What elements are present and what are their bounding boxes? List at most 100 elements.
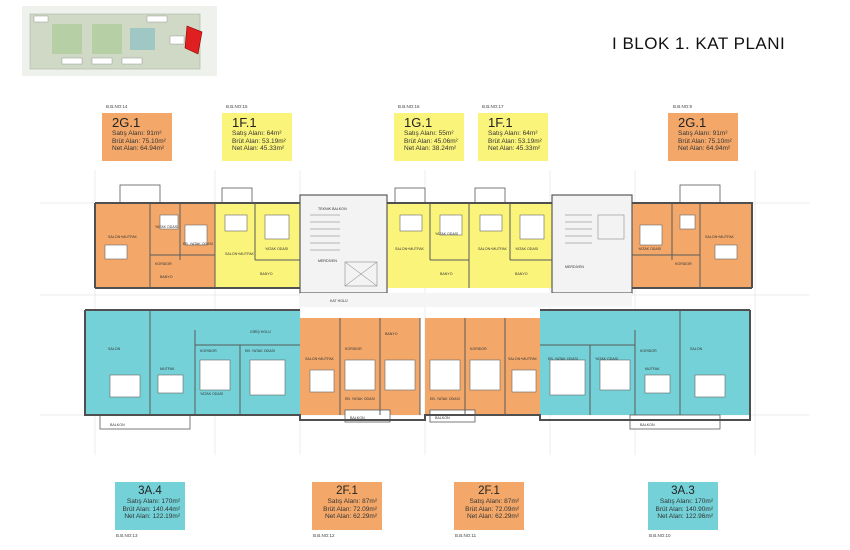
unit-sales-area: Satış Alanı: 91m² — [112, 130, 162, 137]
unit-sales-area: Satış Alanı: 170m² — [659, 498, 713, 505]
room-label: EB. YATAK ODASI — [183, 242, 213, 246]
stair-treads — [310, 214, 625, 287]
bb-number: B.B.NO:15 — [226, 104, 248, 109]
unit-sales-area: Satış Alanı: 87m² — [327, 498, 378, 505]
room-label: SALON+MUTFAK — [705, 235, 734, 239]
room-label: SALON+MUTFAK — [225, 252, 254, 256]
room-label: KORIDOR — [675, 262, 692, 266]
room-label: SALON+MUTFAK — [305, 357, 334, 361]
room-label: YATAK ODASI — [435, 232, 458, 236]
room-label: BANYO — [260, 272, 273, 276]
room-label: MERDİVEN — [318, 258, 337, 263]
room-label: YATAK ODASI — [638, 247, 661, 251]
room-label: MERDİVEN — [565, 264, 584, 269]
unit-net-area: Net Alan: 122.19m² — [124, 513, 180, 520]
room-label: SALON — [108, 347, 121, 351]
exterior-walls — [84, 202, 753, 421]
bb-number: B.B.NO:11 — [455, 533, 477, 538]
room-label: MUTFAK — [160, 367, 175, 371]
unit-card-1g1: 1G.1 Satış Alanı: 55m² Brüt Alan: 45.06m… — [394, 113, 464, 161]
corridor — [300, 293, 632, 307]
unit-card-2f1-right: 2F.1 Satış Alanı: 87m² Brüt Alan: 72.09m… — [454, 482, 524, 530]
room-label: BALKON — [640, 423, 655, 427]
room-label: BANYO — [440, 272, 453, 276]
unit-sales-area: Satış Alanı: 91m² — [678, 130, 728, 137]
interior-walls — [149, 203, 701, 415]
unit-gross-area: Brüt Alan: 72.09m² — [323, 505, 377, 513]
room-label: SALON+MUTFAK — [508, 357, 537, 361]
room-label: SALON — [690, 347, 703, 351]
unit-card-3a4: 3A.4 Satış Alanı: 170m² Brüt Alan: 140.4… — [115, 482, 185, 530]
room-label: SALON+MUTFAK — [478, 247, 507, 251]
unit-card-2g1-left: 2G.1 Satış Alanı: 91m² Brüt Alan: 75.10m… — [102, 113, 172, 161]
unit-gross-area: Brüt Alan: 72.09m² — [465, 505, 519, 513]
core-right — [551, 194, 633, 294]
room-label: KORIDOR — [200, 349, 217, 353]
unit-card-2g1-right: 2G.1 Satış Alanı: 91m² Brüt Alan: 75.10m… — [668, 113, 738, 161]
unit-card-1f1-left: 1F.1 Satış Alanı: 64m² Brüt Alan: 53.19m… — [222, 113, 292, 161]
room-label: YATAK ODASI — [515, 247, 538, 251]
bb-number: B.B.NO:13 — [116, 533, 138, 538]
unit-net-area: Net Alan: 64.94m² — [112, 145, 165, 152]
unit-net-area: Net Alan: 45.33m² — [232, 145, 285, 152]
unit-sales-area: Satış Alanı: 55m² — [404, 130, 454, 137]
unit-sales-area: Satış Alanı: 64m² — [232, 130, 282, 137]
unit-gross-area: Brüt Alan: 140.44m² — [122, 505, 180, 513]
unit-sales-area: Satış Alanı: 87m² — [469, 498, 520, 505]
room-label: KORIDOR — [155, 262, 172, 266]
room-label: YATAK ODASI — [155, 225, 178, 229]
room-label: YATAK ODASI — [595, 357, 618, 361]
unit-net-area: Net Alan: 122.96m² — [657, 513, 713, 520]
room-label: EB. YATAK ODASI — [430, 397, 460, 401]
unit-net-area: Net Alan: 45.33m² — [488, 145, 541, 152]
site-plan-thumbnail — [22, 6, 217, 76]
bb-number: B.B.NO:12 — [313, 533, 335, 538]
unit-gross-area: Brüt Alan: 75.10m² — [678, 137, 732, 145]
unit-net-area: Net Alan: 62.29m² — [324, 513, 377, 520]
room-label: EB. YATAK ODASI — [345, 397, 375, 401]
unit-card-2f1-left: 2F.1 Satış Alanı: 87m² Brüt Alan: 72.09m… — [312, 482, 382, 530]
room-label: BANYO — [515, 272, 528, 276]
room-label: YATAK ODASI — [200, 392, 223, 396]
room-label: TEKNIK BALKON — [318, 207, 347, 211]
unit-gross-area: Brüt Alan: 75.10m² — [112, 137, 166, 145]
unit-code: 2F.1 — [478, 485, 500, 497]
unit-card-3a3: 3A.3 Satış Alanı: 170m² Brüt Alan: 140.9… — [648, 482, 718, 530]
unit-gross-area: Brüt Alan: 53.19m² — [488, 137, 542, 145]
room-label: SALON+MUTFAK — [108, 235, 137, 239]
unit-code: 3A.4 — [138, 485, 162, 497]
room-label: BALKON — [110, 423, 125, 427]
room-label: KORIDOR — [345, 347, 362, 351]
unit-net-area: Net Alan: 38.24m² — [404, 145, 457, 152]
furniture — [104, 214, 738, 398]
bb-number: B.B.NO:9 — [673, 104, 693, 109]
unit-code: 3A.3 — [671, 485, 695, 497]
core-left — [299, 194, 388, 294]
unit-card-1f1-right: 1F.1 Satış Alanı: 64m² Brüt Alan: 53.19m… — [478, 113, 548, 161]
unit-gross-area: Brüt Alan: 45.06m² — [404, 137, 458, 145]
bb-number: B.B.NO:10 — [649, 533, 671, 538]
room-label: BALKON — [435, 416, 450, 420]
page-title: I BLOK 1. KAT PLANI — [612, 34, 786, 53]
unit-code: 1G.1 — [404, 115, 433, 130]
room-label: YATAK ODASI — [265, 247, 288, 251]
unit-code: 1F.1 — [232, 115, 257, 130]
room-label: SALON+MUTFAK — [395, 247, 424, 251]
unit-sales-area: Satış Alanı: 64m² — [488, 130, 538, 137]
unit-code: 2G.1 — [112, 115, 141, 130]
bb-number: B.B.NO:16 — [398, 104, 420, 109]
room-label: BANYO — [385, 332, 398, 336]
unit-code: 2G.1 — [678, 115, 707, 130]
room-label: EB. YATAK ODASI — [548, 357, 578, 361]
unit-code: 1F.1 — [488, 115, 513, 130]
bb-number: B.B.NO:17 — [482, 104, 504, 109]
room-label: GİRİŞ HOLÜ — [250, 329, 271, 334]
room-label: KAT HOLÜ — [330, 299, 348, 303]
unit-net-area: Net Alan: 64.94m² — [678, 145, 731, 152]
room-label: BALKON — [350, 416, 365, 420]
bb-number: B.B.NO:14 — [106, 104, 128, 109]
room-label: KORIDOR — [470, 347, 487, 351]
room-label: EB. YATAK ODASI — [245, 349, 275, 353]
unit-gross-area: Brüt Alan: 53.19m² — [232, 137, 286, 145]
